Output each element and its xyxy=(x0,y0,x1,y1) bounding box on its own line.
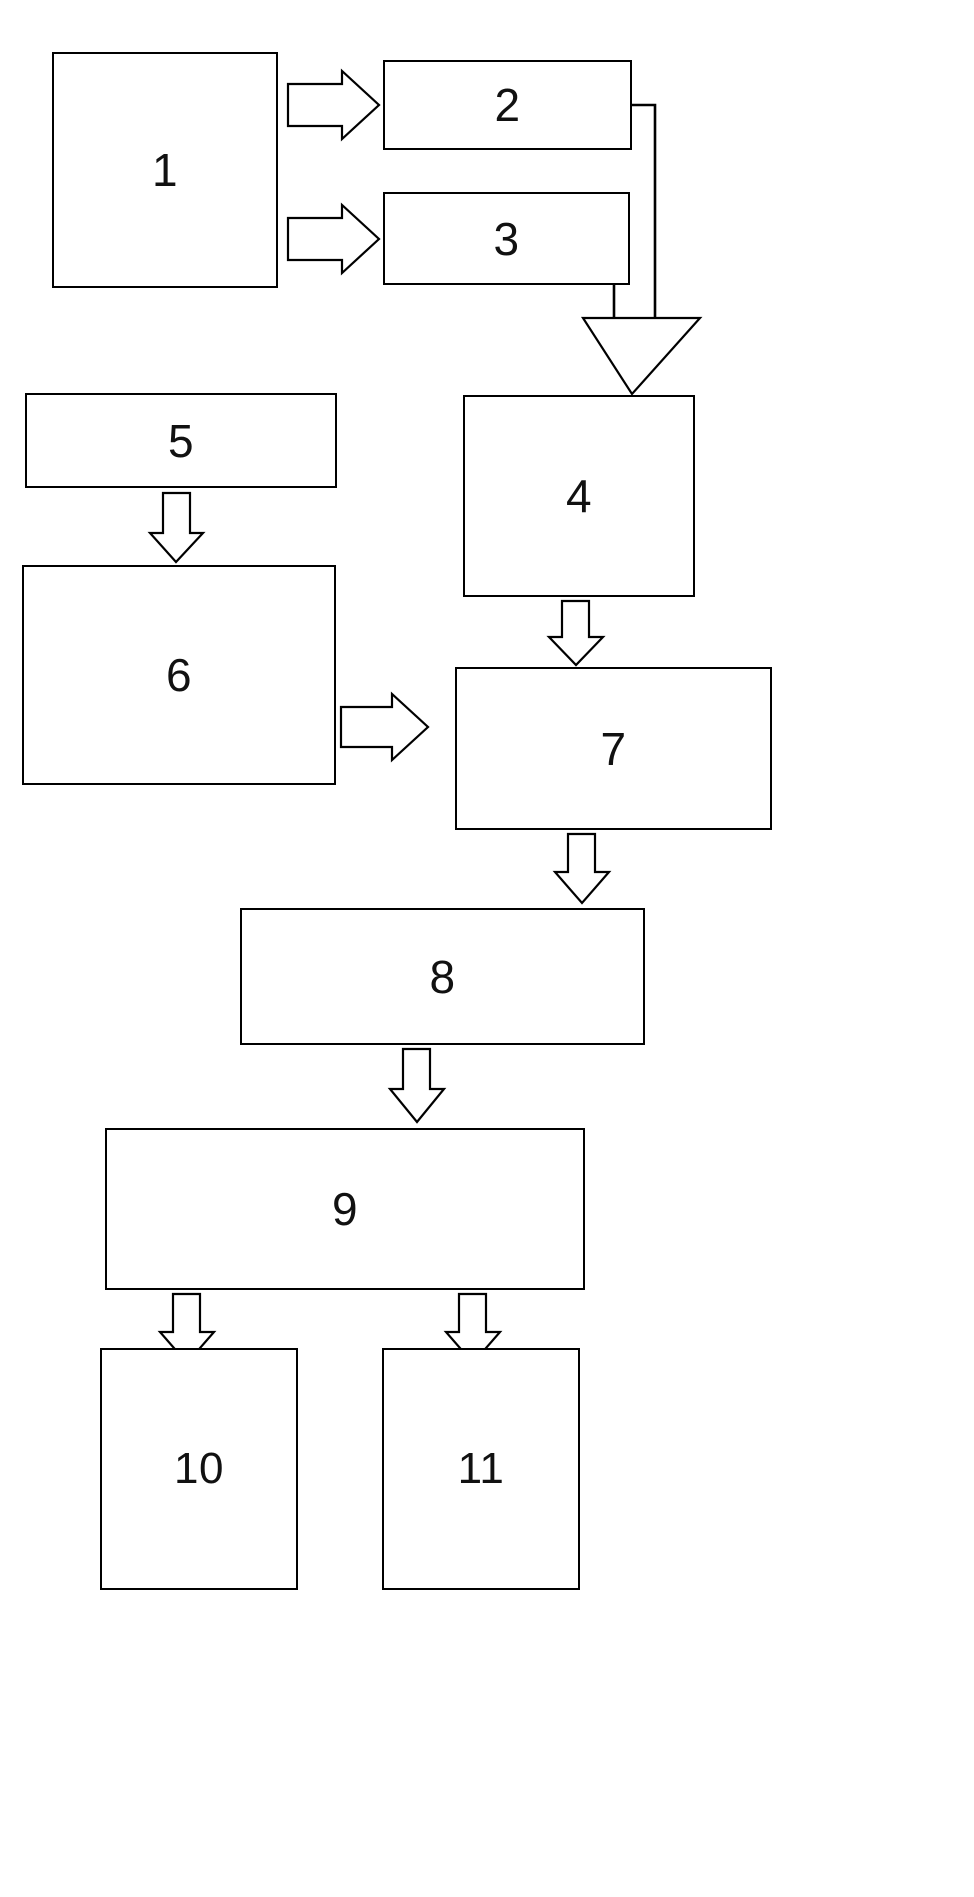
node-label-7: 7 xyxy=(600,722,627,775)
node-box-3[interactable]: 3 xyxy=(383,192,630,285)
arrow-1-to-2 xyxy=(286,68,381,142)
node-label-10: 10 xyxy=(174,1444,224,1493)
node-box-10[interactable]: 10 xyxy=(100,1348,298,1590)
node-label-8: 8 xyxy=(429,950,456,1003)
node-label-1: 1 xyxy=(151,144,179,196)
node-label-5: 5 xyxy=(167,414,195,467)
arrow-8-to-9 xyxy=(387,1047,447,1124)
node-label-2: 2 xyxy=(494,79,521,131)
node-box-9[interactable]: 9 xyxy=(105,1128,585,1290)
node-box-7[interactable]: 7 xyxy=(455,667,772,830)
line-2-to-4 xyxy=(630,103,657,318)
node-label-6: 6 xyxy=(165,649,193,701)
node-label-3: 3 xyxy=(493,212,520,265)
node-label-4: 4 xyxy=(565,470,593,522)
node-box-5[interactable]: 5 xyxy=(25,393,337,488)
arrow-6-to-7 xyxy=(339,691,430,763)
node-box-2[interactable]: 2 xyxy=(383,60,632,150)
arrow-7-to-8 xyxy=(552,832,612,905)
node-box-4[interactable]: 4 xyxy=(463,395,695,597)
node-box-11[interactable]: 11 xyxy=(382,1348,580,1590)
arrow-merge-into-4 xyxy=(580,316,703,396)
node-label-11: 11 xyxy=(457,1444,505,1493)
arrow-5-to-6 xyxy=(147,491,206,564)
node-box-1[interactable]: 1 xyxy=(52,52,278,288)
node-box-6[interactable]: 6 xyxy=(22,565,336,785)
node-box-8[interactable]: 8 xyxy=(240,908,645,1045)
node-label-9: 9 xyxy=(331,1183,359,1235)
arrow-4-to-7 xyxy=(546,599,606,667)
arrow-1-to-3 xyxy=(286,202,381,276)
